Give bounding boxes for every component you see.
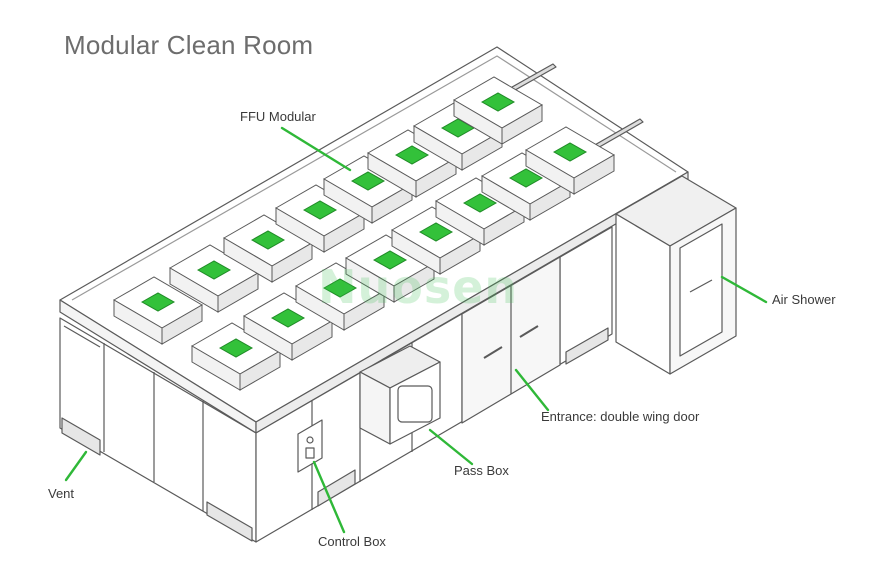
label-ffu-modular: FFU Modular <box>240 109 316 124</box>
label-entrance: Entrance: double wing door <box>541 409 700 424</box>
ffu-module <box>295 262 385 331</box>
vent-grille <box>206 501 253 542</box>
pointer-pass-box <box>428 428 474 466</box>
ffu-module <box>223 214 313 283</box>
pointer-ffu <box>280 126 352 172</box>
pass-box-door[interactable] <box>397 385 433 423</box>
ffu-module-group <box>113 76 615 391</box>
ffu-module <box>525 126 615 195</box>
pointer-vent <box>64 450 88 482</box>
ffu-module <box>113 276 203 345</box>
watermark: Nuosen <box>318 260 519 314</box>
ffu-module <box>191 322 281 391</box>
ffu-module <box>413 102 503 171</box>
ffu-module <box>435 177 525 246</box>
ffu-module <box>275 184 365 253</box>
ffu-module <box>169 244 259 313</box>
control-box <box>297 419 323 473</box>
label-pass-box: Pass Box <box>454 463 509 478</box>
ffu-module <box>345 234 435 303</box>
vent-grille <box>565 327 609 365</box>
vent-grille <box>317 469 356 507</box>
diagram-title: Modular Clean Room <box>64 30 314 60</box>
label-control-box: Control Box <box>318 534 386 549</box>
label-air-shower: Air Shower <box>772 292 836 307</box>
pointer-control-box <box>312 460 346 534</box>
pointer-entrance <box>514 368 550 412</box>
pointer-air-shower <box>720 275 768 304</box>
label-vent: Vent <box>48 486 75 501</box>
air-shower-door[interactable] <box>679 223 723 357</box>
ffu-module <box>391 206 481 275</box>
ffu-module <box>481 152 571 221</box>
vent-grille <box>61 417 101 456</box>
ffu-module <box>453 76 543 145</box>
